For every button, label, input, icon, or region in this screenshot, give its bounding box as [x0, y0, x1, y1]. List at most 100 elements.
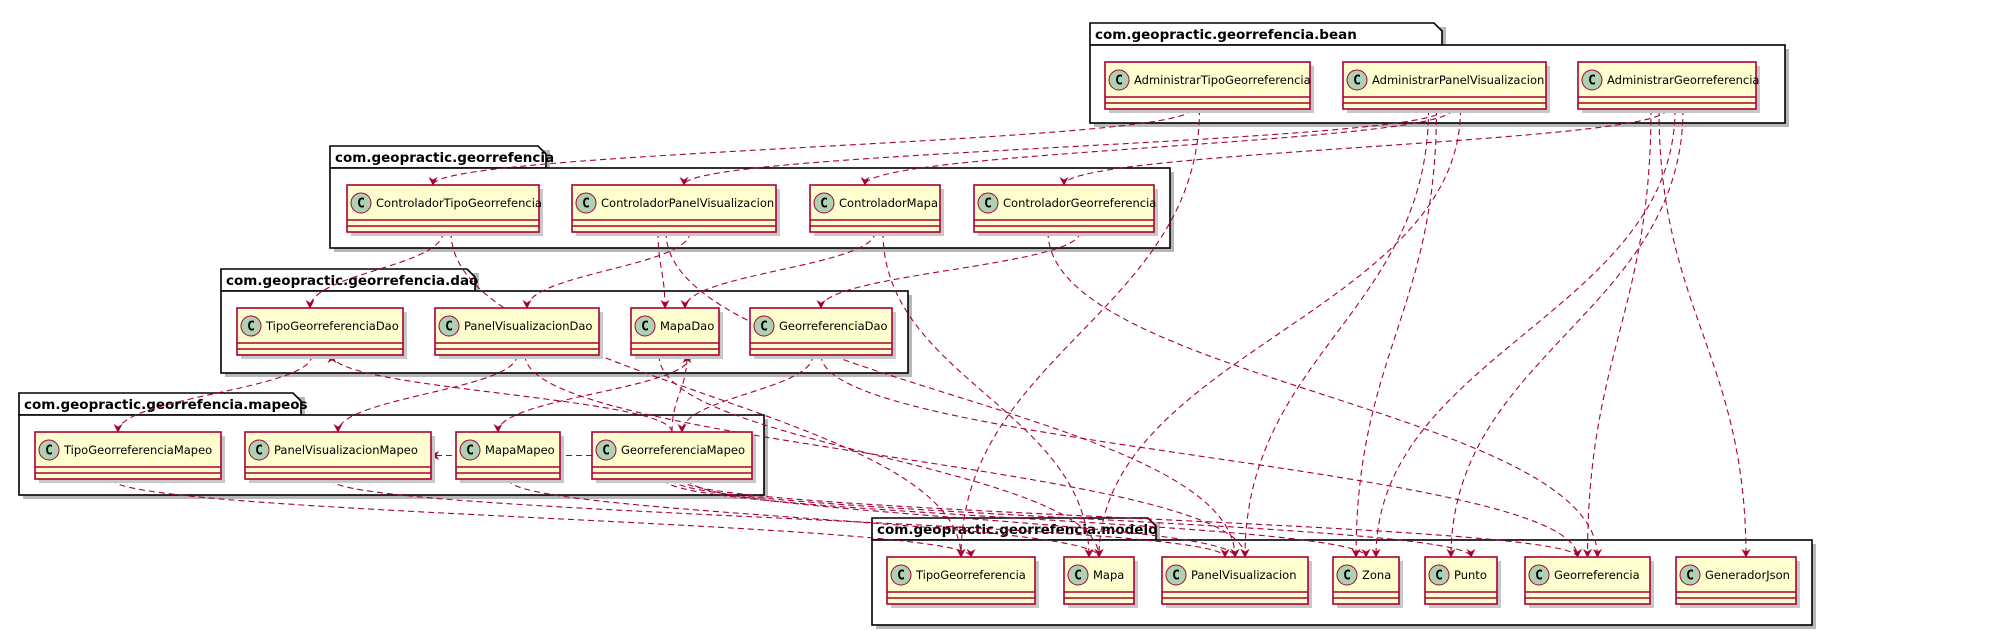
class-badge-letter: C	[1535, 569, 1543, 584]
class-badge-letter: C	[1074, 569, 1082, 584]
class-badge-letter: C	[602, 444, 610, 459]
dependency-ControladorPanelVisualizacion-to-PanelVisualizacionDao	[522, 231, 691, 309]
dependency-AdministrarGeorreferencia-to-Zona	[1371, 108, 1676, 558]
class-TipoGeorreferenciaDao[interactable]: C TipoGeorreferenciaDao	[236, 307, 407, 359]
class-badge-icon	[1581, 69, 1603, 91]
package-title: com.geopractic.georrefencia	[335, 150, 554, 166]
dependency-GeorreferenciaDao-to-Georreferencia	[820, 354, 1582, 558]
class-badge-letter: C	[760, 320, 768, 335]
class-badge-letter: C	[1115, 74, 1123, 89]
class-name: PanelVisualizacion	[1191, 568, 1296, 582]
class-TipoGeorreferenciaMapeo[interactable]: C TipoGeorreferenciaMapeo	[34, 431, 225, 483]
class-Mapa[interactable]: C Mapa	[1063, 556, 1138, 608]
package-title: com.geopractic.georrefencia.bean	[1095, 27, 1357, 43]
class-badge-icon	[595, 439, 617, 461]
class-box	[1104, 61, 1311, 110]
package-title: com.geopractic.georrefencia.dao	[226, 273, 478, 289]
class-box	[244, 431, 432, 480]
class-badge-letter: C	[466, 444, 474, 459]
class-box	[973, 184, 1155, 233]
dependency-AdministrarPanelVisualizacion-to-PanelVisualizacion	[1240, 108, 1430, 558]
class-badge-letter: C	[45, 444, 53, 459]
dependency-MapaDao-to-Mapa	[658, 354, 1104, 558]
class-name: MapaMapeo	[485, 443, 555, 457]
class-name: GeneradorJson	[1705, 568, 1790, 582]
class-badge-letter: C	[1588, 74, 1596, 89]
dependency-AdministrarGeorreferencia-to-GeneradorJson	[1658, 108, 1751, 558]
class-Punto[interactable]: C Punto	[1424, 556, 1501, 608]
class-name: Mapa	[1093, 568, 1124, 582]
class-badge-letter: C	[357, 197, 365, 212]
class-GeorreferenciaDao[interactable]: C GeorreferenciaDao	[749, 307, 896, 359]
class-badge-icon	[1067, 564, 1089, 586]
dependency-ControladorMapa-to-MapaDao	[680, 231, 876, 309]
dependency-ControladorGeorreferencia-to-Georreferencia	[1047, 231, 1602, 558]
dependency-PanelVisualizacionDao-to-PanelVisualizacionMapeo	[333, 354, 518, 433]
class-ControladorTipoGeorrefencia[interactable]: C ControladorTipoGeorrefencia	[346, 184, 543, 236]
class-GeneradorJson[interactable]: C GeneradorJson	[1675, 556, 1800, 608]
class-name: TipoGeorreferenciaMapeo	[63, 443, 212, 457]
class-badge-letter: C	[1172, 569, 1180, 584]
dependency-GeorreferenciaMapeo-to-PanelVisualizacion	[687, 478, 1240, 558]
class-badge-icon	[1528, 564, 1550, 586]
dependency-ControladorMapa-to-Mapa	[882, 231, 1094, 558]
class-badge-icon	[575, 192, 597, 214]
class-badge-letter: C	[255, 444, 263, 459]
class-badge-icon	[1108, 69, 1130, 91]
class-badge-letter: C	[1353, 74, 1361, 89]
class-name: GeorreferenciaDao	[779, 319, 888, 333]
dependencies-layer	[111, 108, 1751, 558]
dependency-AdministrarGeorreferencia-to-ControladorGeorreferencia	[1059, 108, 1668, 186]
class-badge-letter: C	[1686, 569, 1694, 584]
class-badge-letter: C	[445, 320, 453, 335]
dependency-MapaMapeo-to-Mapa	[507, 478, 1104, 558]
class-badge-icon	[634, 315, 656, 337]
class-name: ControladorMapa	[839, 196, 938, 210]
class-badge-icon	[813, 192, 835, 214]
class-badge-icon	[1428, 564, 1450, 586]
class-badge-icon	[890, 564, 912, 586]
class-MapaMapeo[interactable]: C MapaMapeo	[455, 431, 564, 483]
class-badge-letter: C	[1435, 569, 1443, 584]
dependency-GeorreferenciaMapeo-to-TipoGeorreferenciaDao	[327, 354, 673, 433]
dependency-AdministrarPanelVisualizacion-to-Mapa	[1094, 108, 1462, 558]
class-badge-icon	[248, 439, 270, 461]
dependency-TipoGeorreferenciaMapeo-to-TipoGeorreferencia	[111, 478, 976, 558]
class-badge-letter: C	[984, 197, 992, 212]
class-name: Punto	[1454, 568, 1487, 582]
class-badge-icon	[38, 439, 60, 461]
class-badge-letter: C	[247, 320, 255, 335]
class-name: ControladorTipoGeorrefencia	[376, 196, 542, 210]
class-name: Zona	[1362, 568, 1391, 582]
class-GeorreferenciaMapeo[interactable]: C GeorreferenciaMapeo	[591, 431, 756, 483]
class-box	[749, 307, 893, 356]
dependency-ControladorTipoGeorrefencia-to-TipoGeorreferencia	[450, 231, 966, 558]
class-name: ControladorPanelVisualizacion	[601, 196, 774, 210]
class-name: Georreferencia	[1554, 568, 1640, 582]
class-badge-icon	[753, 315, 775, 337]
class-name: GeorreferenciaMapeo	[621, 443, 745, 457]
class-name: TipoGeorreferencia	[915, 568, 1026, 582]
class-badge-icon	[977, 192, 999, 214]
class-badge-icon	[1346, 69, 1368, 91]
class-PanelVisualizacion[interactable]: C PanelVisualizacion	[1161, 556, 1312, 608]
dependency-ControladorTipoGeorrefencia-to-TipoGeorreferenciaDao	[305, 231, 444, 309]
dependency-AdministrarTipoGeorreferencia-to-ControladorTipoGeorrefencia	[428, 108, 1193, 186]
class-box	[886, 556, 1036, 605]
dependency-GeorreferenciaMapeo-to-Punto	[671, 478, 1476, 558]
class-badge-icon	[1336, 564, 1358, 586]
class-Georreferencia[interactable]: C Georreferencia	[1524, 556, 1654, 608]
class-name: TipoGeorreferenciaDao	[265, 319, 399, 333]
